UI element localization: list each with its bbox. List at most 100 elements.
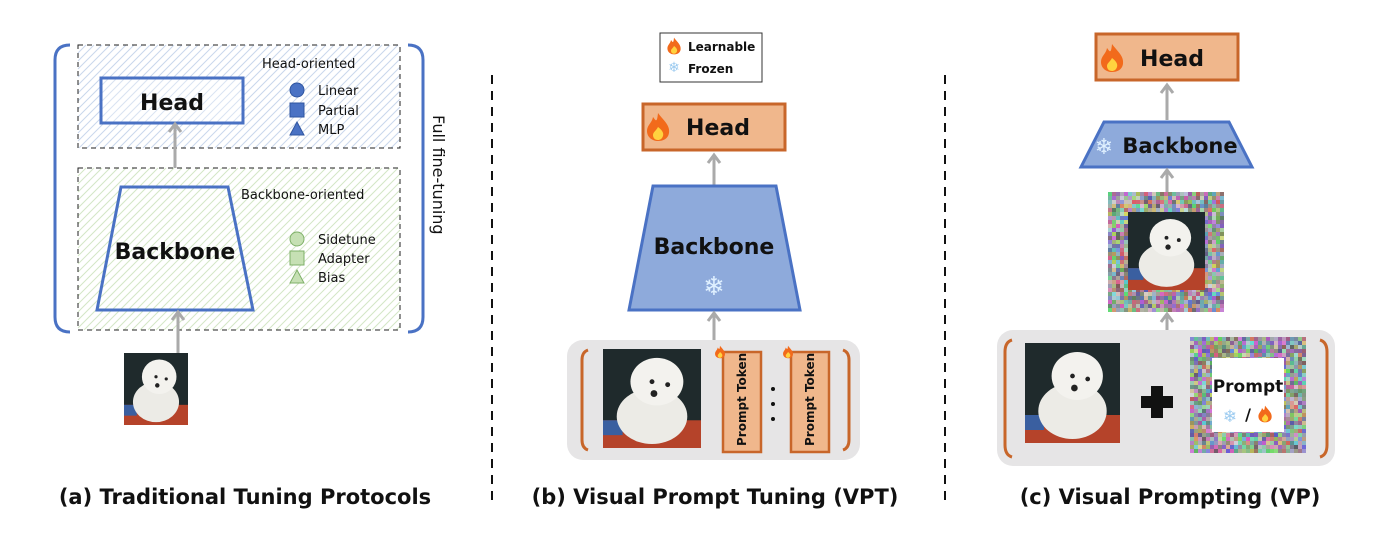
hatch-line [179, 167, 343, 331]
hatch-line [147, 167, 311, 331]
hatch-line [363, 293, 401, 331]
left-bracket [53, 43, 71, 334]
arrow-up-icon [706, 152, 722, 185]
hatch-line [142, 44, 247, 149]
method-mlp: MLP [318, 123, 344, 138]
backbone-block [1078, 120, 1255, 169]
hatch-line [366, 114, 401, 149]
hatch-line [77, 167, 239, 329]
triangle-icon [289, 120, 305, 136]
hatch-line [318, 66, 401, 149]
hatch-line [94, 44, 199, 149]
arrow-up-icon [170, 309, 186, 353]
caption-b: (b) Visual Prompt Tuning (VPT) [532, 485, 899, 509]
hatch-line [83, 167, 247, 331]
hatch-line [243, 173, 401, 331]
ellipsis-dot [771, 387, 775, 391]
hatch-line [174, 44, 279, 149]
hatch-line [267, 197, 401, 331]
prompt-separator: / [1245, 405, 1251, 424]
hatch-line [331, 261, 401, 331]
hatch-line [163, 167, 327, 331]
fire-icon [647, 113, 670, 141]
hatch-line [91, 167, 255, 331]
arrow-up-icon [1159, 167, 1175, 192]
backbone-label: Backbone [1122, 134, 1237, 158]
head-label: Head [686, 116, 750, 141]
hatch-line [294, 44, 399, 149]
prompt-token [721, 350, 763, 454]
hatch-line [350, 98, 401, 149]
square-icon [289, 250, 305, 266]
hatch-line [77, 167, 119, 209]
snowflake-icon: ❄ [1223, 407, 1237, 427]
legend-frozen: Frozen [688, 62, 733, 76]
hatch-line [77, 167, 87, 177]
hatch-line [219, 167, 383, 331]
head-label: Head [140, 91, 204, 116]
hatch-line [326, 74, 401, 149]
hatch-line [166, 44, 271, 149]
method-partial: Partial [318, 104, 359, 119]
hatch-line [77, 44, 87, 54]
hatch-line [118, 44, 223, 149]
hatch-line [214, 44, 319, 149]
hatch-line [358, 106, 401, 149]
hatch-line [77, 167, 143, 233]
hatch-line [77, 44, 175, 142]
snowflake-icon: ❄ [1095, 135, 1113, 160]
hatch-line [222, 44, 327, 149]
fire-icon [783, 345, 793, 359]
backbone-oriented-box [77, 167, 401, 331]
arrow-up-icon [1159, 82, 1175, 120]
panel-c: Head ❄ Backbone Prompt ❄ / (c) Visual Pr… [997, 32, 1335, 509]
hatch-line [342, 90, 401, 149]
method-linear: Linear [318, 84, 359, 99]
hatch-line [77, 167, 127, 217]
hatch-line [379, 309, 401, 331]
hatch-line [77, 44, 103, 70]
prompt-token-label: Prompt Token [735, 353, 749, 446]
caption-a: (a) Traditional Tuning Protocols [59, 485, 431, 509]
hatch-line [387, 317, 401, 331]
hatch-line [195, 167, 359, 331]
hatch-line [227, 167, 391, 331]
hatch-line [77, 167, 215, 305]
hatch-line [395, 325, 401, 331]
hatch-line [77, 44, 135, 102]
ellipsis-dot [771, 417, 775, 421]
hatch-line [355, 285, 401, 331]
hatch-line [126, 44, 231, 149]
backbone-block [95, 185, 255, 312]
hatch-line [390, 138, 401, 149]
arrow-up-icon [167, 121, 183, 168]
hatch-line [102, 44, 207, 149]
triangle-icon [289, 268, 305, 284]
method-bias: Bias [318, 271, 345, 286]
hatch-line [77, 167, 135, 225]
hatch-line [374, 122, 401, 149]
backbone-oriented-label: Backbone-oriented [241, 188, 364, 203]
arrow-up-icon [1159, 311, 1175, 330]
hatch-line [123, 167, 287, 331]
square-icon [289, 102, 305, 118]
right-bracket [1319, 338, 1329, 459]
hatch-line [310, 58, 401, 149]
circle-icon [289, 231, 305, 247]
hatch-line [270, 44, 375, 149]
hatch-line [198, 44, 303, 149]
hatch-line [77, 44, 119, 86]
dog-image [1128, 212, 1205, 290]
backbone-label: Backbone [654, 235, 775, 260]
hatch-line [291, 221, 401, 331]
hatch-line [286, 44, 391, 149]
hatch-line [77, 167, 207, 297]
method-adapter: Adapter [318, 252, 370, 267]
prompt-token [789, 350, 831, 454]
hatch-line [299, 229, 401, 331]
hatch-line [77, 167, 95, 185]
hatch-line [115, 167, 279, 331]
hatch-line [382, 130, 401, 149]
ellipsis-dot [771, 402, 775, 406]
left-bracket [580, 348, 589, 452]
